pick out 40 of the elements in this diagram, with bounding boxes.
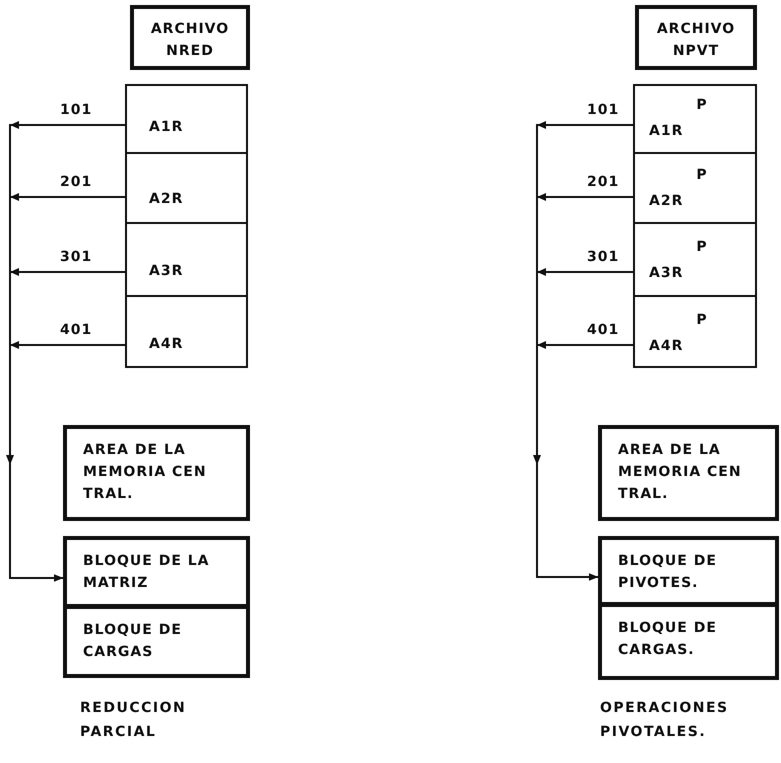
file-box: [635, 5, 757, 70]
box-label: A3R: [649, 264, 684, 283]
caption-label: REDUCCION PARCIAL: [80, 699, 188, 742]
memory-block-box: [598, 536, 779, 606]
memory-block-box: [63, 536, 250, 608]
box-label: BLOQUE DE CARGAS.: [618, 619, 718, 660]
box-label: A4R: [649, 337, 684, 356]
superscript-mark: P: [695, 311, 709, 330]
box-label: BLOQUE DE CARGAS: [83, 621, 183, 662]
memory-block-box: [598, 603, 779, 680]
box-label: A4R: [149, 335, 184, 354]
memory-area-box: [598, 425, 779, 521]
superscript-mark: P: [695, 166, 709, 185]
connector-arrow: [536, 344, 633, 581]
box-label: ARCHIVO NPVT: [656, 20, 736, 61]
box-label: BLOQUE DE PIVOTES.: [618, 552, 718, 593]
superscript-mark: P: [695, 238, 709, 257]
caption-label: OPERACIONES PIVOTALES.: [600, 699, 730, 742]
superscript-mark: P: [695, 96, 709, 115]
box-label: A2R: [149, 190, 184, 209]
connector-arrow: [9, 344, 125, 582]
memory-area-box: [63, 425, 250, 521]
box-label: AREA DE LA MEMORIA CEN TRAL.: [83, 441, 208, 504]
record-box: [125, 152, 248, 224]
box-label: ARCHIVO NRED: [150, 20, 230, 61]
record-box: [633, 84, 757, 154]
box-label: AREA DE LA MEMORIA CEN TRAL.: [618, 441, 743, 504]
record-box: [633, 222, 757, 297]
record-box: [633, 295, 757, 368]
record-box: [633, 152, 757, 224]
box-label: BLOQUE DE LA MATRIZ: [83, 552, 211, 593]
box-label: A3R: [149, 262, 184, 281]
box-label: A1R: [149, 118, 184, 137]
box-label: A1R: [649, 122, 684, 141]
memory-block-box: [63, 605, 250, 678]
box-label: A2R: [649, 192, 684, 211]
record-box: [125, 295, 248, 368]
record-box: [125, 84, 248, 154]
file-box: [130, 5, 250, 70]
record-box: [125, 222, 248, 297]
